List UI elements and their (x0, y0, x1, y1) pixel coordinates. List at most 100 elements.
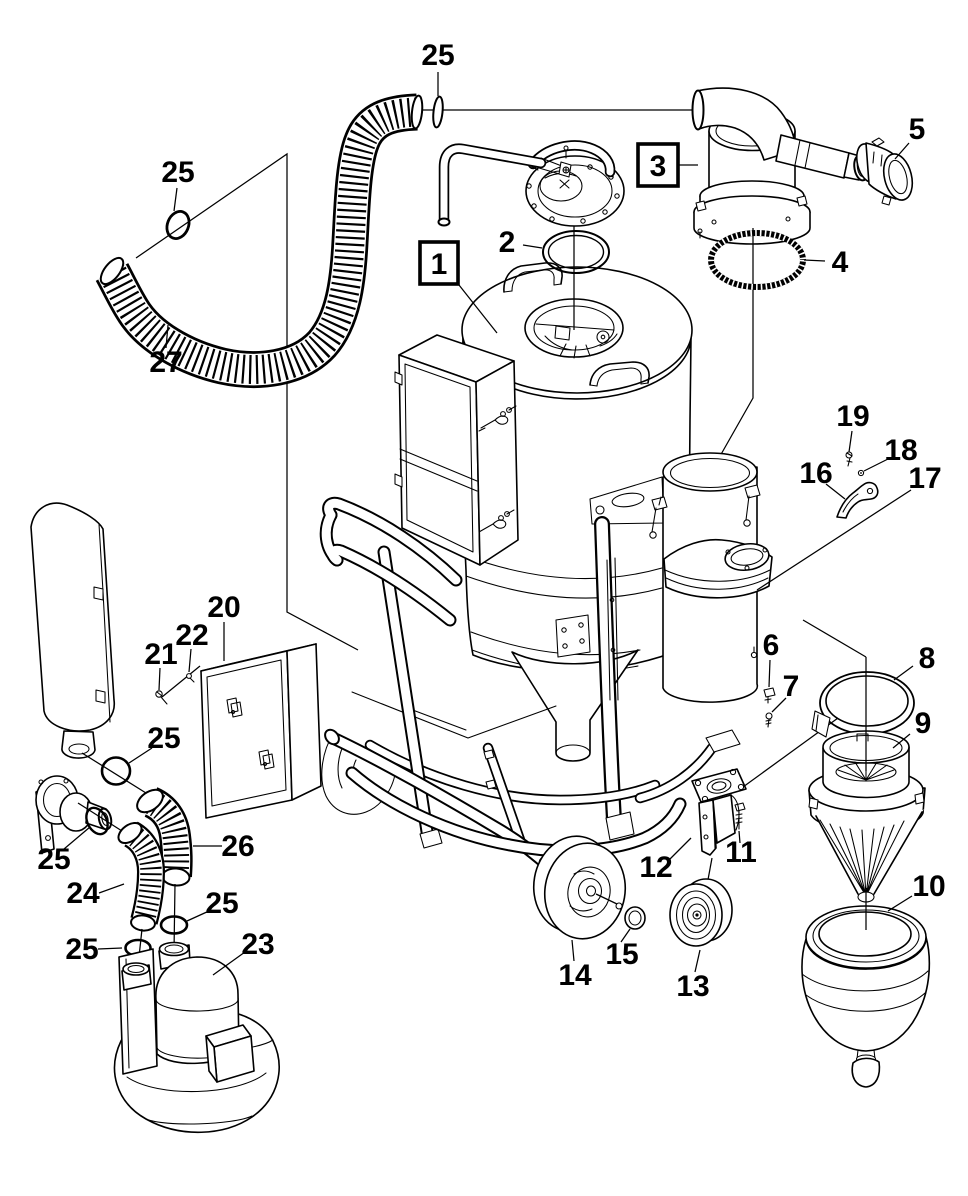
hinge-tabs (394, 371, 403, 488)
callout-2-leader (522, 244, 543, 249)
part-1-vacuum-body (394, 262, 693, 762)
callout-10-label: 10 (912, 870, 945, 903)
part-7-screw (765, 712, 773, 728)
part-14-wheel (532, 835, 627, 940)
callout-18-label: 18 (884, 434, 917, 467)
callout-9-leader (892, 733, 911, 749)
part-6-bolt (763, 687, 776, 704)
callout-15-label: 15 (605, 938, 638, 971)
part-18-screw (857, 469, 865, 477)
callout-14-label: 14 (558, 959, 592, 992)
box-latch-lower (258, 749, 275, 770)
callout-11-leader (738, 830, 741, 844)
callout-25-flange-label: 25 (37, 843, 70, 876)
callout-10-leader (887, 895, 913, 912)
part-9-cone-filter (808, 730, 926, 903)
separator-flange (693, 180, 811, 245)
part-10-collection-bowl (801, 905, 931, 1088)
callout-16-leader (825, 483, 846, 500)
filter-door-box (394, 334, 519, 566)
callout-1-leader (458, 284, 498, 334)
part-16-bracket (836, 481, 879, 519)
callout-7-label: 7 (783, 670, 800, 703)
callout-17-label: 17 (908, 462, 941, 495)
callout-25-hose26-leader (186, 910, 210, 922)
part-15-hubcap (615, 902, 646, 930)
lid-handle-right (589, 361, 650, 387)
callout-1-box (418, 240, 460, 286)
callout-13-leader (694, 949, 701, 973)
callout-9-label: 9 (915, 707, 932, 740)
callout-25-shell-label: 25 (147, 722, 180, 755)
box-screw-line (161, 665, 201, 698)
dust-riser-assembly (589, 452, 776, 841)
elbow-inlet (691, 89, 705, 131)
inlet-scoop (663, 538, 773, 599)
callout-26-label: 26 (221, 830, 254, 863)
part-8-band-ring (811, 671, 915, 738)
part-21-screw (155, 690, 168, 705)
callout-24-label: 24 (66, 877, 100, 910)
shell-to-hose-line (81, 752, 147, 794)
callout-8-leader (893, 665, 914, 681)
callout-24-leader (98, 883, 125, 894)
part-25-oring-flange (85, 806, 109, 836)
valve-lever (437, 143, 572, 227)
callout-12-label: 12 (639, 851, 672, 884)
part-13-caster-wheel (669, 878, 733, 947)
callout-18-leader (863, 458, 889, 472)
junction-box (205, 1024, 255, 1083)
callout-14-leader (571, 939, 575, 962)
part-2-oring (542, 230, 610, 274)
flange-to-hose-line (77, 802, 123, 832)
callout-7-leader (771, 697, 787, 713)
callout-1-label: 1 (431, 248, 448, 281)
funnel-bracket (555, 614, 591, 658)
axle-line (595, 893, 618, 905)
callout-6-leader (768, 659, 771, 688)
part-22-screw (186, 673, 195, 683)
flange-bolts (526, 164, 620, 224)
part-24-elbow-hose (115, 819, 156, 932)
part-25-oring-shell (100, 756, 132, 786)
callout-22-label: 22 (175, 619, 208, 652)
callout-3-box (636, 142, 680, 188)
part-5-hose-coupling (855, 137, 914, 206)
callout-3-label: 3 (650, 150, 667, 183)
part-12-caster-bracket (691, 768, 747, 856)
part-23-blower-motor (113, 941, 280, 1134)
part-25-oring-upper-left (165, 210, 191, 240)
callout-22-leader (188, 648, 192, 673)
callout-25-top-label: 25 (421, 39, 454, 72)
callout-2-label: 2 (499, 226, 516, 259)
callout-4-leader (803, 259, 826, 262)
callout-6-label: 6 (763, 629, 780, 662)
callout-23-leader (212, 951, 246, 976)
box-latch-upper (226, 697, 243, 718)
callout-20-label: 20 (207, 591, 240, 624)
upright-foot (605, 811, 635, 841)
bowl-knob (851, 1057, 881, 1088)
callout-15-leader (620, 928, 631, 943)
callout-25-hose24-label: 25 (65, 933, 98, 966)
callout-19-leader (848, 430, 853, 453)
part-4-gasket (708, 230, 806, 290)
part-19-screw (845, 451, 853, 467)
callout-25-flange-leader (63, 826, 91, 850)
callout-5-leader (894, 142, 910, 160)
callout-5-label: 5 (909, 113, 926, 146)
exhaust-cover-shell (30, 502, 116, 759)
callout-23-label: 23 (241, 928, 274, 961)
trolley-frame (322, 503, 741, 881)
hose26-to-motor-line (173, 883, 176, 953)
door-latch-upper (478, 405, 517, 432)
hose-end-right (410, 94, 424, 130)
riser-latch-left (649, 496, 668, 539)
part-25-oring-hose26 (159, 915, 189, 935)
callout-8-label: 8 (919, 642, 936, 675)
callout-12-leader (667, 837, 692, 862)
callout-25-upper-left-label: 25 (161, 156, 194, 189)
callout-11-label: 11 (725, 836, 757, 869)
